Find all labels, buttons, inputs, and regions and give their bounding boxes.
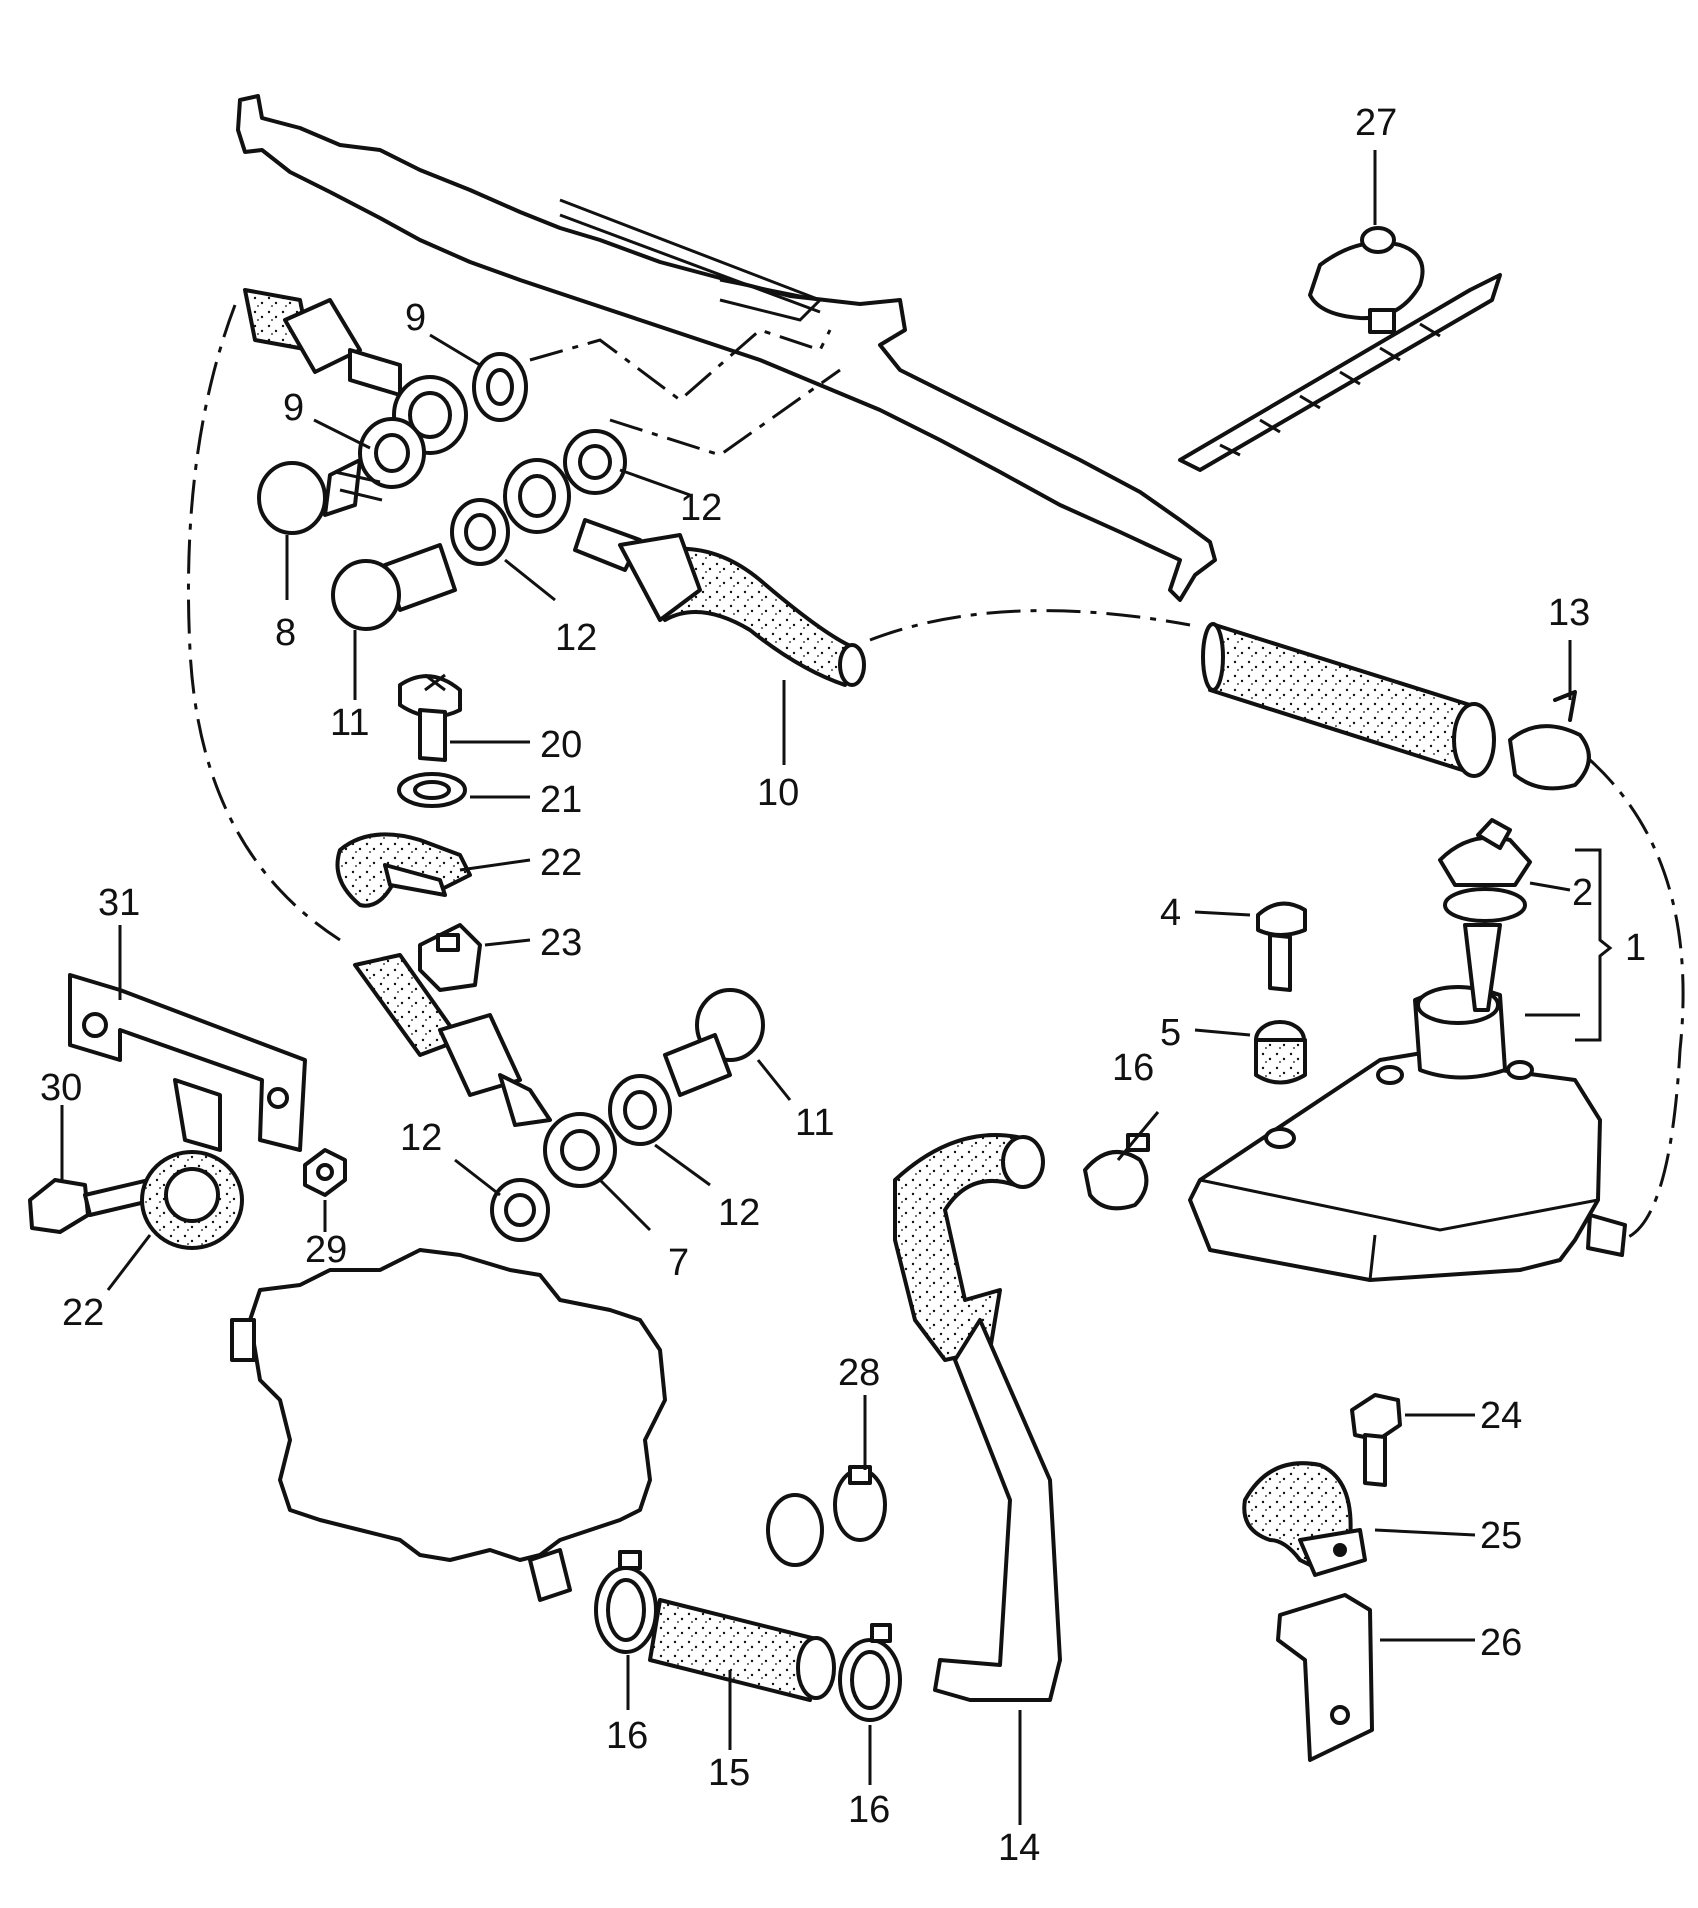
part-12-washer-c <box>608 1074 672 1146</box>
callout-31: 31 <box>98 882 140 924</box>
callout-25: 25 <box>1480 1515 1522 1557</box>
callout-21: 21 <box>540 779 582 821</box>
hose-route-mid <box>609 368 841 457</box>
pump-body <box>230 1248 667 1602</box>
part-2-cap <box>1438 818 1532 1012</box>
callout-12-c: 12 <box>718 1192 760 1234</box>
hose-route-left <box>186 304 341 942</box>
callout-12-b: 12 <box>555 617 597 659</box>
callout-14: 14 <box>998 1827 1040 1869</box>
callout-1: 1 <box>1625 927 1646 969</box>
part-9-washer-upper <box>472 352 528 422</box>
hose-route-reservoir <box>1588 758 1685 1242</box>
callout-29: 29 <box>305 1229 347 1271</box>
part-5-spacer <box>1254 1020 1307 1085</box>
part-22-clip-upper <box>335 832 472 908</box>
part-16-clamp-left <box>594 1550 658 1654</box>
part-12-washer-d <box>490 1178 550 1242</box>
leader-lines <box>60 150 1613 1825</box>
part-23-nut <box>418 923 482 992</box>
callout-10: 10 <box>757 772 799 814</box>
callout-30: 30 <box>40 1067 82 1109</box>
part-30-bolt <box>28 1173 177 1234</box>
callout-23: 23 <box>540 922 582 964</box>
part-12-washer-b <box>450 498 510 566</box>
callout-9-upper: 9 <box>405 297 426 339</box>
part-11-bolt-lower <box>663 988 765 1097</box>
callout-16-upper: 16 <box>1112 1047 1154 1089</box>
callout-4: 4 <box>1160 892 1181 934</box>
part-10-hose <box>573 518 866 687</box>
part-25-clip <box>1242 1461 1367 1577</box>
part-16-clamp-upper <box>1083 1133 1150 1211</box>
right-hose-segment <box>1201 622 1496 778</box>
part-22-clip-lower <box>140 1078 244 1250</box>
part-15-hose <box>648 1598 836 1702</box>
callouts: 27 9 9 12 8 12 13 11 20 10 21 22 2 31 4 … <box>40 102 1646 1869</box>
part-28-clamps <box>766 1465 887 1567</box>
part-11-bolt-upper <box>331 543 457 631</box>
hose-route-top <box>529 328 832 402</box>
callout-16-left: 16 <box>606 1715 648 1757</box>
callout-11-lower: 11 <box>795 1102 834 1144</box>
callout-8: 8 <box>275 612 296 654</box>
part-16-clamp-right <box>838 1623 902 1722</box>
callout-20: 20 <box>540 724 582 766</box>
hose-route-right <box>869 609 1191 642</box>
part-21-washer <box>397 772 467 808</box>
callout-13: 13 <box>1548 592 1590 634</box>
callout-24: 24 <box>1480 1395 1522 1437</box>
reservoir <box>1188 985 1627 1282</box>
part-13-clamp <box>1508 690 1591 791</box>
part-4-bolt <box>1256 901 1307 992</box>
part-24-bolt <box>1350 1393 1402 1487</box>
callout-28: 28 <box>838 1352 880 1394</box>
part-31-bracket <box>68 973 307 1152</box>
part-14-pipe <box>893 1133 1062 1702</box>
callout-15: 15 <box>708 1752 750 1794</box>
steering-rack <box>236 94 1217 602</box>
callout-22-lower: 22 <box>62 1292 104 1334</box>
part-29-nut <box>303 1148 347 1197</box>
lower-left-hose <box>353 953 552 1127</box>
part-9-washer-lower <box>358 417 426 489</box>
part-12-washer-a <box>563 429 627 495</box>
part-26-bracket <box>1276 1593 1374 1762</box>
part-8-bolt <box>257 458 383 535</box>
callout-26: 26 <box>1480 1622 1522 1664</box>
part-20-bolt <box>398 673 462 762</box>
top-left-hose <box>243 288 402 397</box>
callout-9-lower: 9 <box>283 387 304 429</box>
ring-mid <box>503 458 571 534</box>
part-7-ring <box>543 1112 617 1188</box>
callout-2: 2 <box>1572 872 1593 914</box>
part-27-clip <box>1178 226 1502 472</box>
callout-12-d: 12 <box>400 1117 442 1159</box>
callout-16-right: 16 <box>848 1789 890 1831</box>
callout-22-upper: 22 <box>540 842 582 884</box>
callout-5: 5 <box>1160 1012 1181 1054</box>
callout-27: 27 <box>1355 102 1397 144</box>
callout-11-upper: 11 <box>330 702 369 744</box>
callout-12-a: 12 <box>680 487 722 529</box>
callout-7: 7 <box>668 1242 689 1284</box>
